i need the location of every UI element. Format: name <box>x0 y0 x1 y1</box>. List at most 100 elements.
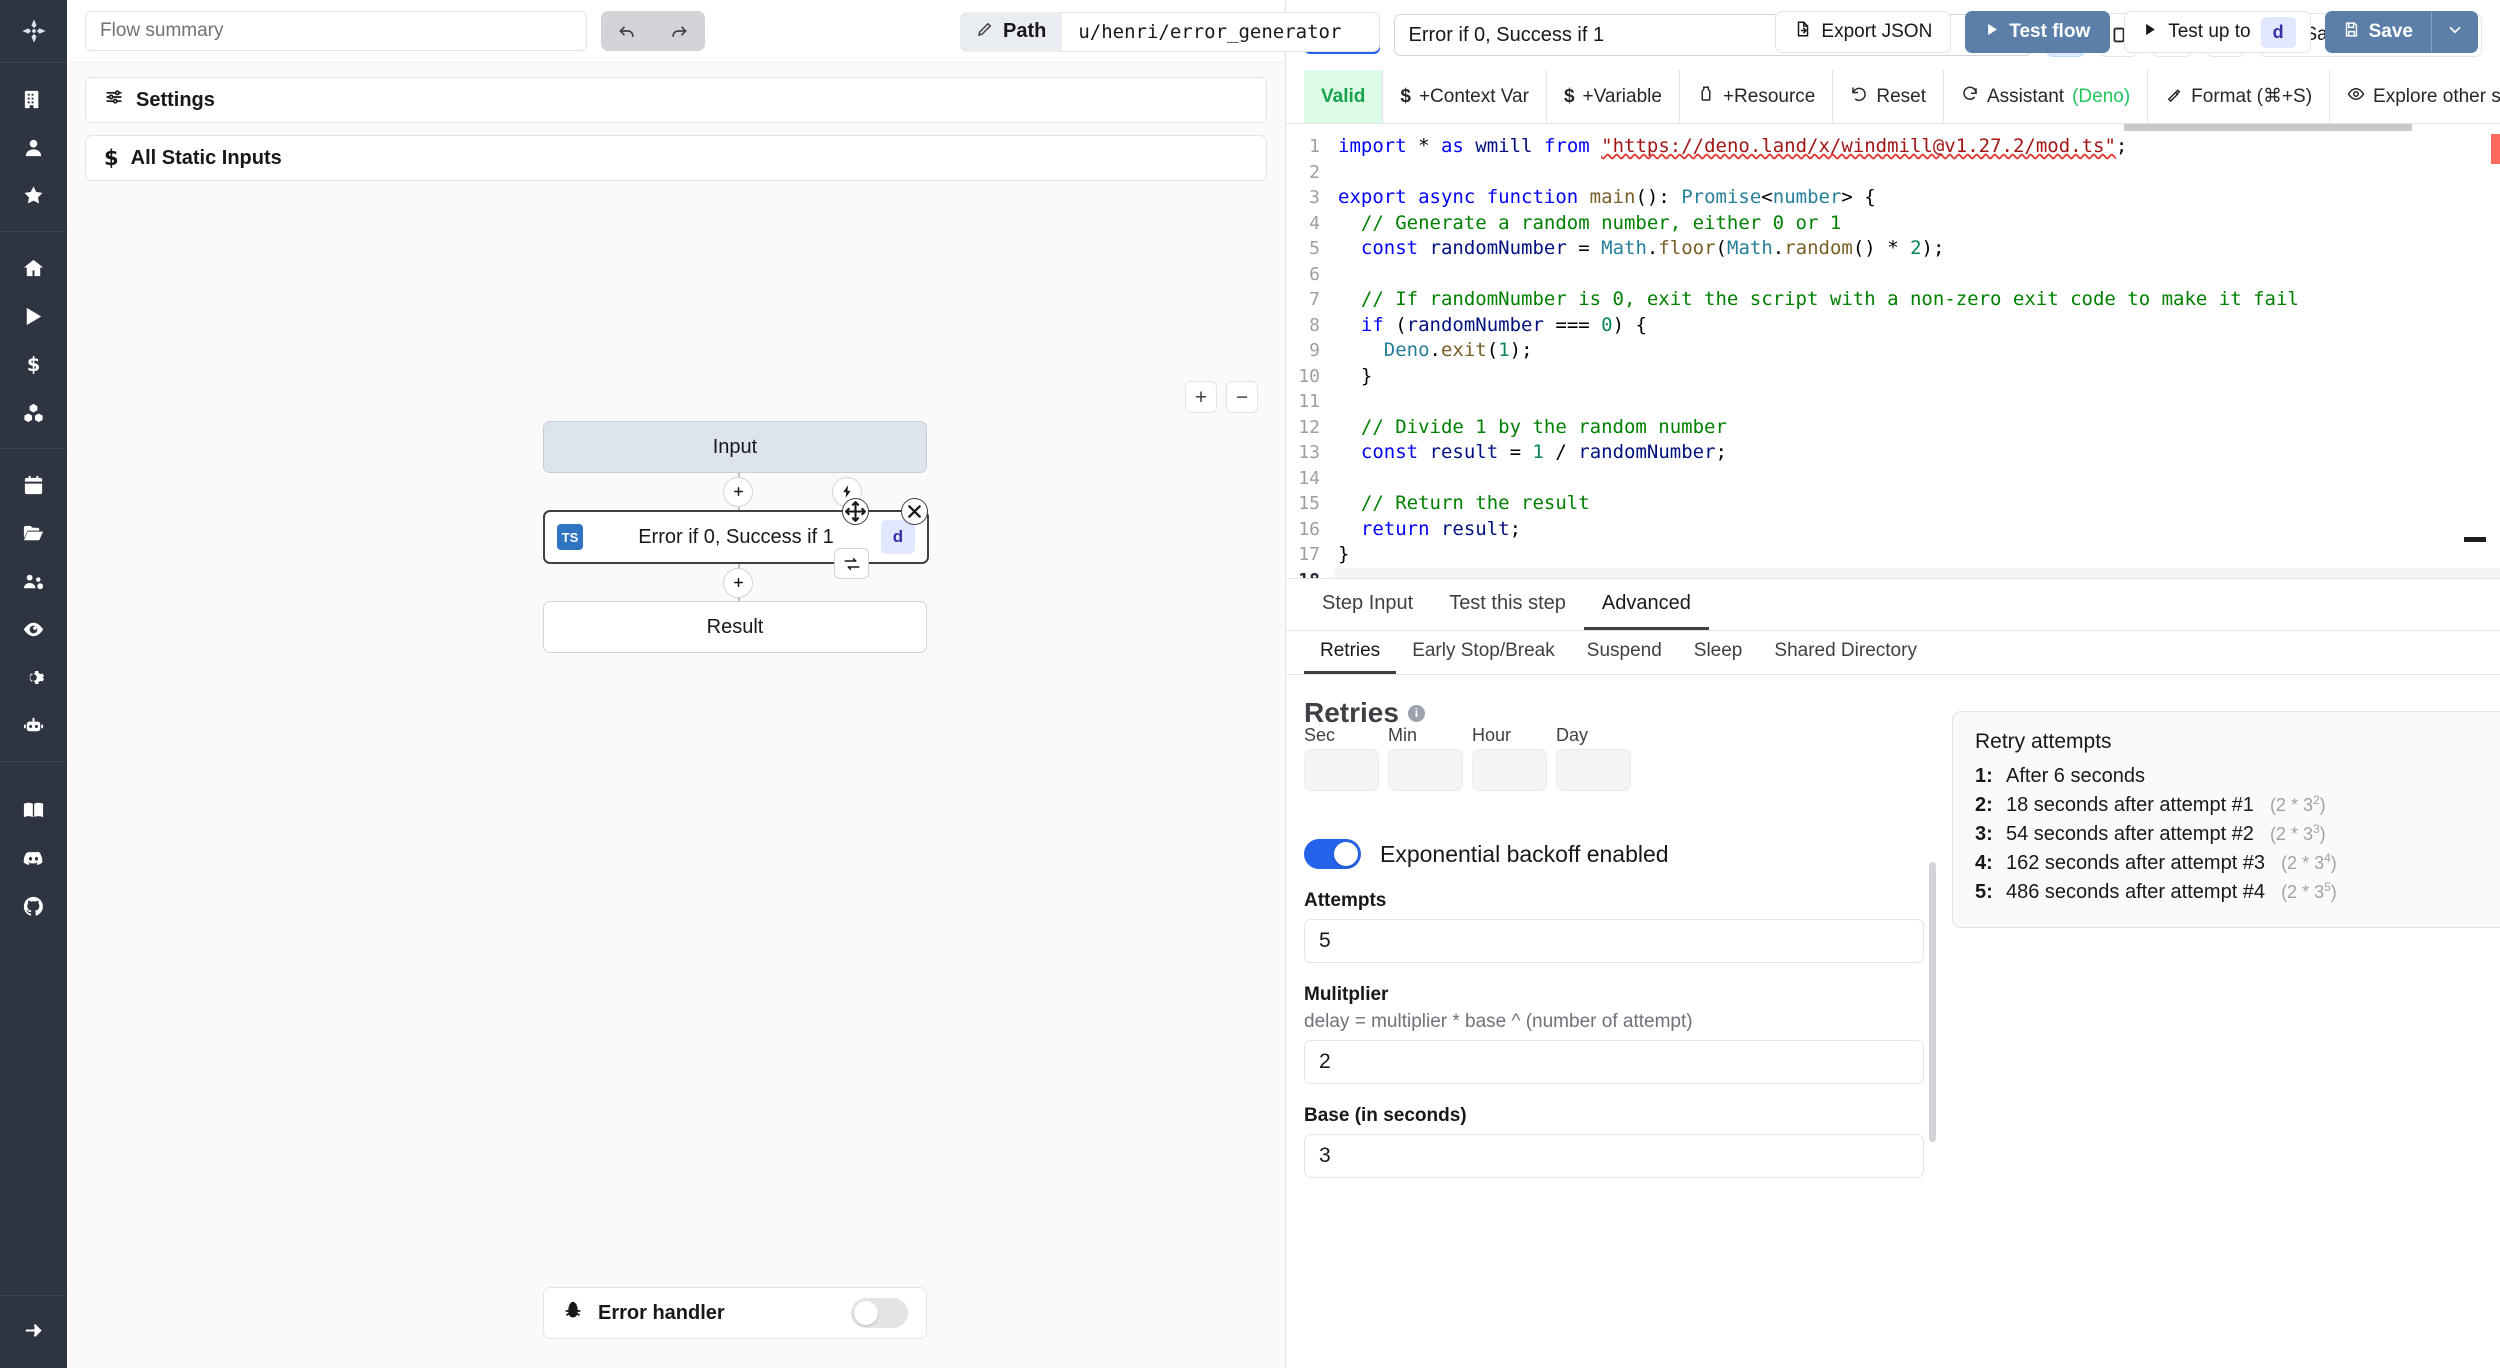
subtab-retries[interactable]: Retries <box>1304 631 1397 674</box>
zoom-in-button[interactable]: + <box>1185 381 1217 413</box>
add-context-var-button[interactable]: $ +Context Var <box>1383 70 1547 123</box>
reset-label: Reset <box>1876 85 1926 107</box>
subtab-suspend[interactable]: Suspend <box>1586 640 1662 661</box>
multiplier-input[interactable] <box>1304 1040 1924 1084</box>
code-horizontal-scrollbar-top[interactable] <box>1286 124 2500 131</box>
subtab-shared-directory[interactable]: Shared Directory <box>1774 640 1917 661</box>
reset-button[interactable]: Reset <box>1833 70 1944 123</box>
tab-advanced[interactable]: Advanced <box>1583 579 1709 630</box>
base-input[interactable] <box>1304 1134 1924 1178</box>
test-up-to-button[interactable]: Test up to d <box>2124 11 2311 53</box>
code-line[interactable]: 2 <box>1286 160 2500 186</box>
code-line[interactable]: 4 // Generate a random number, either 0 … <box>1286 211 2500 237</box>
assistant-button[interactable]: Assistant (Deno) <box>1944 70 2149 123</box>
test-flow-button[interactable]: Test flow <box>1965 11 2111 53</box>
exponential-backoff-row: Exponential backoff enabled <box>1304 839 1924 869</box>
code-line[interactable]: 18 <box>1286 567 2500 578</box>
tab-step-input[interactable]: Step Input <box>1322 591 1414 614</box>
save-button[interactable]: Save <box>2325 11 2431 53</box>
sidebar-item-docs[interactable] <box>12 788 56 832</box>
info-icon[interactable]: i <box>1407 704 1425 722</box>
path-value-input[interactable]: u/henri/error_generator <box>1062 11 1381 52</box>
explore-other-scripts-button[interactable]: Explore other s <box>2330 70 2500 123</box>
code-line[interactable]: 8 if (randomNumber === 0) { <box>1286 313 2500 339</box>
code-line[interactable]: 9 Deno.exit(1); <box>1286 338 2500 364</box>
sidebar-item-discord[interactable] <box>12 836 56 880</box>
sidebar-item-home[interactable] <box>12 246 56 290</box>
error-handler-bar[interactable]: Error handler <box>543 1287 927 1339</box>
zoom-out-button[interactable]: − <box>1226 381 1258 413</box>
node-input[interactable]: Input <box>543 421 927 473</box>
arrow-right-icon[interactable] <box>12 1308 56 1352</box>
subtab-early-stop-break[interactable]: Early Stop/Break <box>1412 640 1555 661</box>
code-line[interactable]: 13 const result = 1 / randomNumber; <box>1286 440 2500 466</box>
node-result[interactable]: Result <box>543 601 927 653</box>
sidebar-item-github[interactable] <box>12 884 56 928</box>
retry-icon[interactable] <box>834 548 869 579</box>
flow-summary-input[interactable] <box>85 11 587 51</box>
code-line[interactable]: 6 <box>1286 262 2500 288</box>
redo-button[interactable] <box>653 11 705 51</box>
flow-canvas[interactable]: + − Input TS Error <box>67 181 1285 1368</box>
sidebar-item-workers[interactable] <box>12 703 56 747</box>
code-line[interactable]: 7 // If randomNumber is 0, exit the scri… <box>1286 287 2500 313</box>
scrollbar-thumb[interactable] <box>2124 124 2412 131</box>
move-icon[interactable] <box>842 498 869 525</box>
windmill-logo-icon[interactable] <box>0 0 67 63</box>
sidebar-item-runs[interactable] <box>12 294 56 338</box>
scrollbar-thumb[interactable] <box>2464 537 2486 542</box>
code-line[interactable]: 14 <box>1286 466 2500 492</box>
code-line[interactable]: 12 // Divide 1 by the random number <box>1286 415 2500 441</box>
format-button[interactable]: Format (⌘+S) <box>2148 70 2331 123</box>
code-line[interactable]: 17} <box>1286 542 2500 568</box>
sidebar-item-audit-logs[interactable] <box>12 607 56 651</box>
export-json-button[interactable]: Export JSON <box>1775 11 1952 53</box>
sidebar-item-variables[interactable]: $ <box>12 342 56 386</box>
code-line[interactable]: 15 // Return the result <box>1286 491 2500 517</box>
sidebar-item-building[interactable] <box>12 77 56 121</box>
code-line[interactable]: 5 const randomNumber = Math.floor(Math.r… <box>1286 236 2500 262</box>
code-line[interactable]: 16 return result; <box>1286 517 2500 543</box>
code-horizontal-scrollbar-bottom[interactable] <box>1334 537 2486 542</box>
code-text: } <box>1338 543 1350 565</box>
code-line[interactable]: 10 } <box>1286 364 2500 390</box>
panel-settings[interactable]: Settings <box>85 77 1267 123</box>
retries-vertical-scrollbar[interactable] <box>1929 862 1936 1142</box>
unit-sec-input[interactable] <box>1304 749 1379 791</box>
exponential-backoff-toggle[interactable] <box>1304 839 1361 869</box>
sidebar-item-settings[interactable] <box>12 655 56 699</box>
sidebar-item-folders[interactable] <box>12 511 56 555</box>
save-dropdown-button[interactable] <box>2431 11 2478 53</box>
error-handler-toggle[interactable] <box>851 1298 908 1328</box>
sidebar-item-schedules[interactable] <box>12 463 56 507</box>
tab-test-this-step[interactable]: Test this step <box>1449 591 1566 614</box>
add-step-button-top[interactable] <box>723 476 753 507</box>
sidebar-item-resources[interactable] <box>12 390 56 434</box>
node-step-error-if-0[interactable]: TS Error if 0, Success if 1 d <box>543 498 929 579</box>
unit-min-input[interactable] <box>1388 749 1463 791</box>
undo-button[interactable] <box>601 11 653 51</box>
sidebar-group-admin <box>0 449 67 762</box>
sidebar-item-user[interactable] <box>12 125 56 169</box>
add-resource-button[interactable]: +Resource <box>1680 70 1834 123</box>
sidebar-item-favorites[interactable] <box>12 173 56 217</box>
attempts-input[interactable] <box>1304 919 1924 963</box>
close-icon[interactable] <box>901 498 928 525</box>
unit-day-input[interactable] <box>1556 749 1631 791</box>
flow-side-panels: Settings $ All Static Inputs <box>67 63 1285 181</box>
unit-sec-label: Sec <box>1304 725 1336 745</box>
sidebar-expand[interactable] <box>0 1295 67 1368</box>
code-line[interactable]: 11 <box>1286 389 2500 415</box>
chevron-down-icon <box>2446 21 2464 44</box>
path-edit-button[interactable]: Path <box>960 11 1063 52</box>
panel-all-static-inputs[interactable]: $ All Static Inputs <box>85 135 1267 181</box>
add-variable-button[interactable]: $ +Variable <box>1547 70 1680 123</box>
unit-hour-input[interactable] <box>1472 749 1547 791</box>
subtab-sleep[interactable]: Sleep <box>1693 640 1743 661</box>
sidebar-item-groups[interactable] <box>12 559 56 603</box>
add-step-button-bottom[interactable] <box>723 567 753 598</box>
